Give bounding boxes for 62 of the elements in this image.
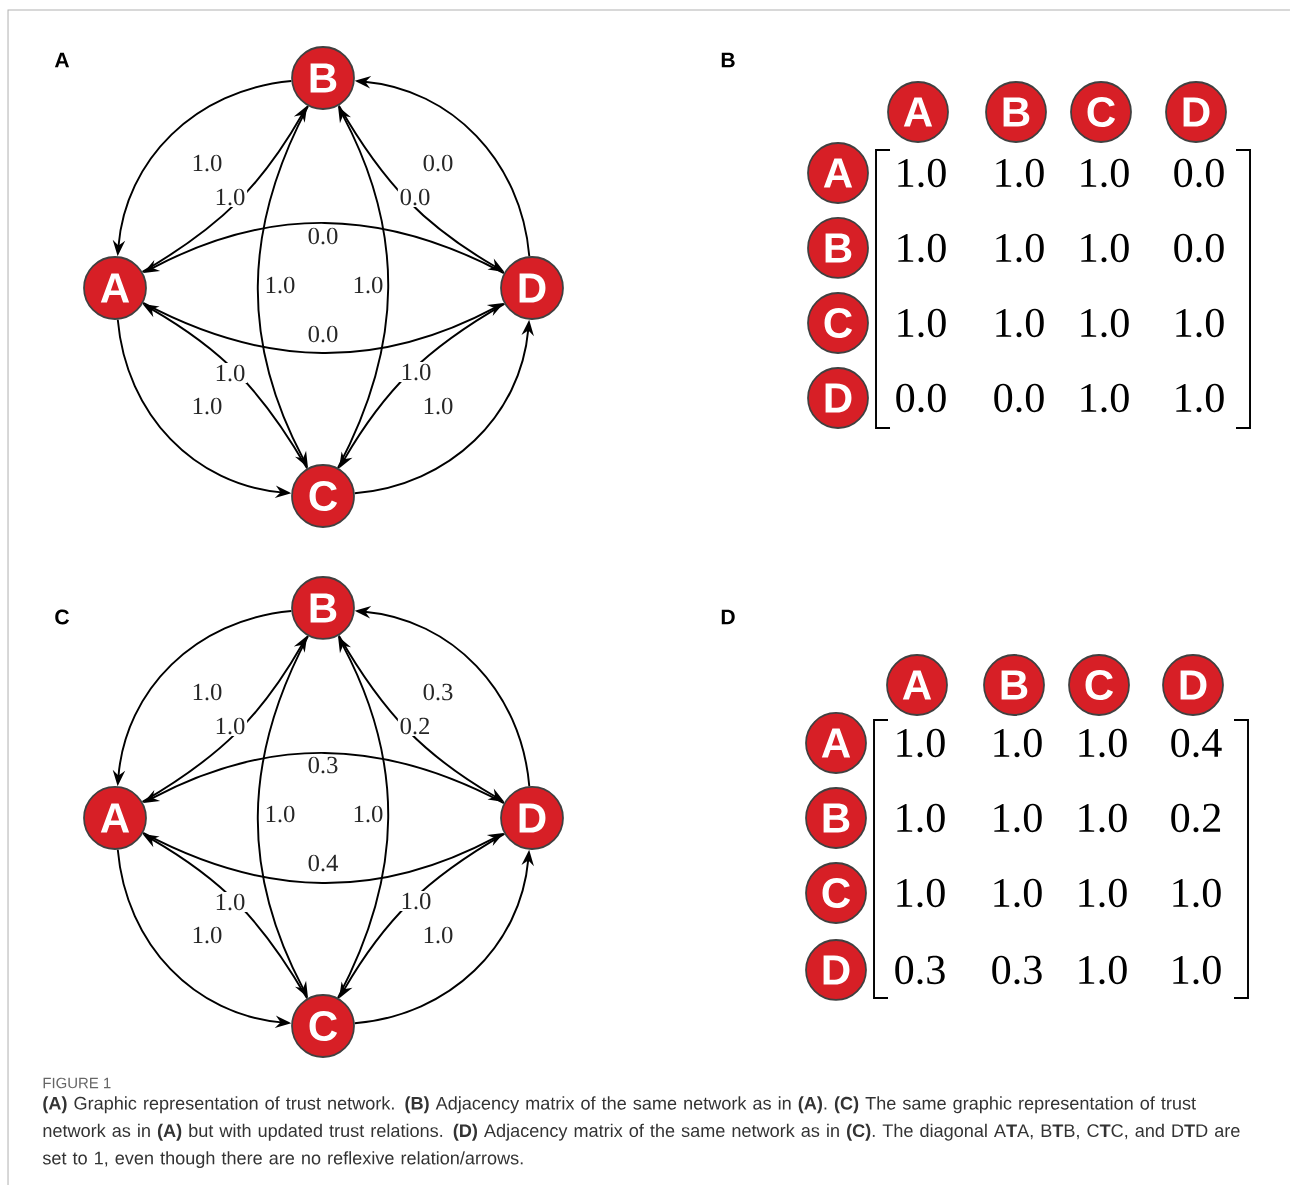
edge-label: 1.0 bbox=[212, 715, 248, 737]
edge-label: 1.0 bbox=[420, 395, 456, 417]
matrix-value: 0.4 bbox=[1171, 728, 1222, 758]
matrix-value: 1.0 bbox=[1176, 383, 1224, 413]
edge-label: 1.0 bbox=[189, 395, 225, 417]
matrix-value: 0.2 bbox=[1171, 803, 1221, 833]
matrix-value: 1.0 bbox=[994, 878, 1042, 908]
panel-letter: D bbox=[721, 609, 735, 625]
matrix-value: 0.3 bbox=[895, 955, 945, 985]
edge-label: 0.2 bbox=[397, 715, 433, 737]
matrix-value: 0.3 bbox=[992, 955, 1042, 985]
edge-label: 0.0 bbox=[420, 152, 456, 174]
edge-label: 1.0 bbox=[398, 361, 434, 383]
matrix-value: 1.0 bbox=[1079, 728, 1127, 758]
edge-label: 1.0 bbox=[189, 152, 225, 174]
figure-title: FIGURE 1 bbox=[43, 1077, 111, 1089]
edge-label: 1.0 bbox=[398, 890, 434, 912]
matrix-value: 1.0 bbox=[1081, 308, 1129, 338]
matrix-value: 1.0 bbox=[996, 233, 1044, 263]
matrix-value: 1.0 bbox=[897, 728, 945, 758]
matrix-value: 0.0 bbox=[994, 383, 1044, 413]
matrix-value: 0.0 bbox=[1174, 158, 1224, 188]
caption: (A) Graphic representation of trust network. (B) Adjacency matrix of the same network as in (A). (C) The same graphic representation of trust network as in (A) but with updated trust relations. (D) Adjacency matrix of the same network as in (C). The diagonal ATA, BTB, CTC, and DTD are set to 1, even though there are no reflexive relation/arrows. bbox=[42, 1096, 1240, 1169]
matrix-value: 1.0 bbox=[1081, 158, 1129, 188]
matrix-value: 1.0 bbox=[1079, 955, 1127, 985]
edge-label: 1.0 bbox=[262, 803, 298, 825]
edge-label: 1.0 bbox=[350, 274, 386, 296]
edge-label: 1.0 bbox=[420, 924, 456, 946]
edge-label: 0.0 bbox=[305, 225, 341, 247]
edge-label: 0.0 bbox=[305, 323, 341, 345]
edge-label: 1.0 bbox=[212, 362, 248, 384]
matrix-value: 1.0 bbox=[994, 803, 1042, 833]
matrix-value: 1.0 bbox=[994, 728, 1042, 758]
matrix-value: 1.0 bbox=[898, 158, 946, 188]
edge-label: 1.0 bbox=[350, 803, 386, 825]
matrix-value: 1.0 bbox=[1173, 878, 1221, 908]
matrix-value: 1.0 bbox=[897, 878, 945, 908]
matrix-value: 1.0 bbox=[996, 158, 1044, 188]
edge-label: 0.3 bbox=[420, 681, 456, 703]
panel-letter: C bbox=[55, 609, 70, 625]
matrix-value: 1.0 bbox=[1081, 383, 1129, 413]
panel-letter: A bbox=[54, 52, 70, 68]
matrix-value: 1.0 bbox=[1173, 955, 1221, 985]
matrix-value: 1.0 bbox=[1176, 308, 1224, 338]
edge-label: 1.0 bbox=[189, 681, 225, 703]
matrix-value: 1.0 bbox=[996, 308, 1044, 338]
matrix-value: 1.0 bbox=[897, 803, 945, 833]
edge-label: 1.0 bbox=[212, 186, 248, 208]
edge-label: 0.4 bbox=[305, 852, 341, 874]
matrix-value: 1.0 bbox=[898, 233, 946, 263]
edge-label: 0.3 bbox=[305, 754, 341, 776]
panel-letter: B bbox=[721, 52, 735, 68]
matrix-value: 1.0 bbox=[1081, 233, 1129, 263]
edge-label: 1.0 bbox=[262, 274, 298, 296]
matrix-value: 1.0 bbox=[898, 308, 946, 338]
matrix-value: 1.0 bbox=[1079, 878, 1127, 908]
edge-label: 1.0 bbox=[189, 924, 225, 946]
matrix-value: 0.0 bbox=[896, 383, 946, 413]
edge-label: 1.0 bbox=[212, 891, 248, 913]
matrix-value: 1.0 bbox=[1079, 803, 1127, 833]
edge-label: 0.0 bbox=[397, 186, 433, 208]
matrix-value: 0.0 bbox=[1174, 233, 1224, 263]
